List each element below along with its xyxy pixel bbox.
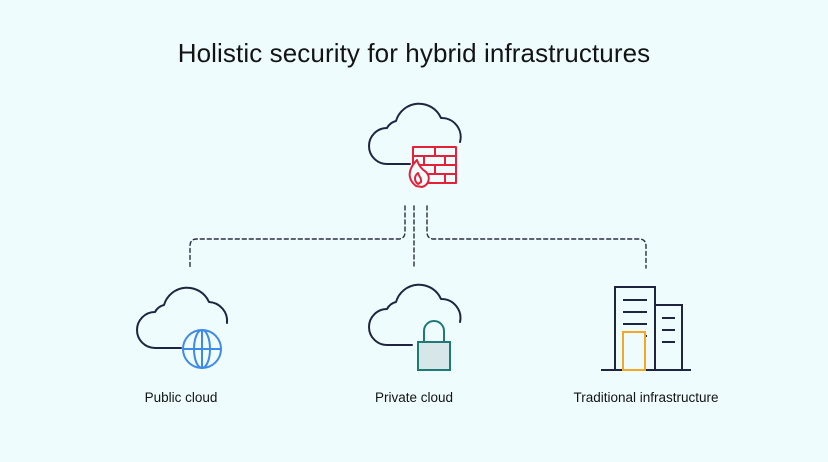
cloud-icon	[368, 102, 462, 165]
label-traditional-infrastructure: Traditional infrastructure	[573, 390, 719, 405]
private-cloud-node	[368, 283, 462, 371]
label-private-cloud: Private cloud	[374, 390, 454, 405]
cloud-icon	[368, 283, 462, 346]
traditional-infrastructure-node	[601, 286, 691, 371]
connector-traditional	[426, 205, 647, 269]
connectors	[189, 205, 647, 269]
public-cloud-node	[136, 286, 229, 369]
padlock-icon	[417, 320, 451, 371]
root-node	[368, 102, 462, 188]
connector-public	[189, 205, 406, 269]
building-icon	[601, 286, 691, 371]
door	[622, 331, 646, 371]
cloud-icon	[136, 286, 229, 349]
globe-icon	[182, 329, 222, 369]
diagram-title: Holistic security for hybrid infrastruct…	[177, 38, 651, 68]
label-public-cloud: Public cloud	[144, 390, 218, 405]
firewall-icon	[408, 146, 457, 188]
